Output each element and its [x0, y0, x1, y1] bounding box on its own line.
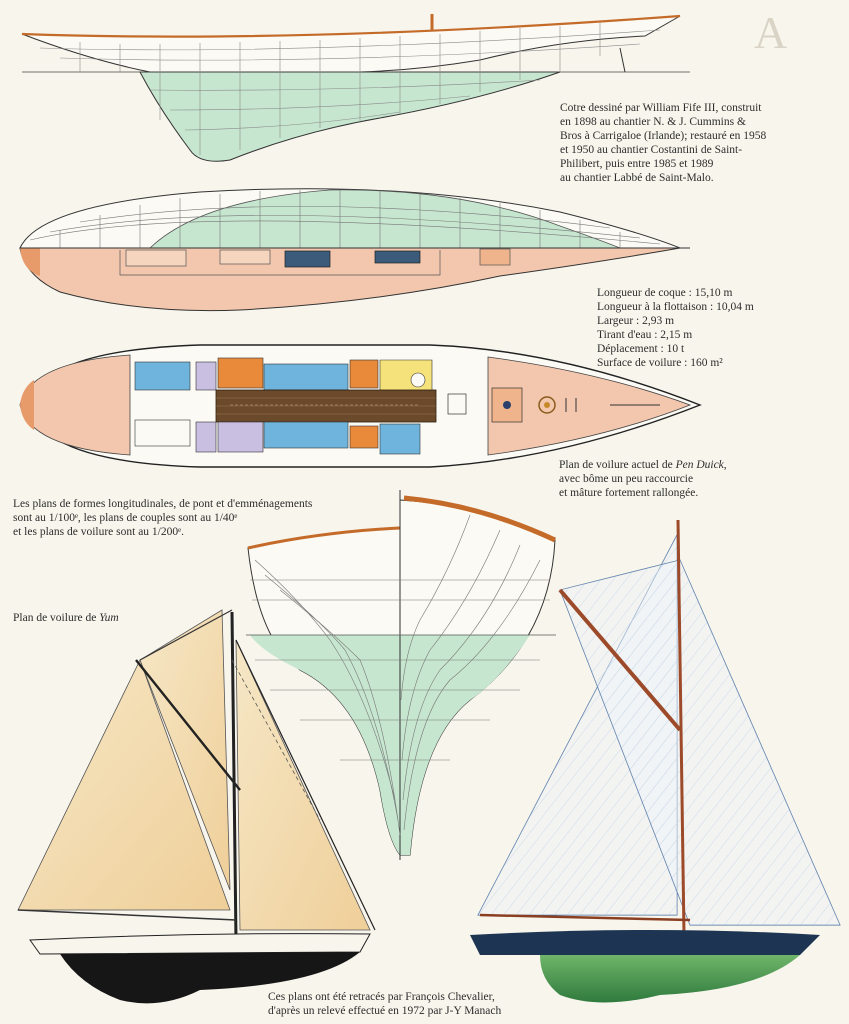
history-line: Cotre dessiné par William Fife III, cons…	[560, 102, 762, 114]
history-line: en 1898 au chantier N. & J. Cummins &	[560, 116, 746, 128]
caption-punct: ,	[723, 459, 727, 471]
caption-line: avec bôme un peu raccourcie	[559, 473, 694, 485]
history-line: au chantier Labbé de Saint-Malo.	[560, 172, 714, 184]
credits-caption: Ces plans ont été retracés par François …	[268, 990, 501, 1018]
sail-plan-yum-caption: Plan de voilure de Yum	[13, 611, 119, 625]
half-breadth-plan	[19, 188, 690, 312]
history-line: Philibert, puis entre 1985 et 1989	[560, 158, 714, 170]
spec-line: Tirant d'eau : 2,15 m	[597, 329, 693, 341]
spec-line: Longueur de coque : 15,10 m	[597, 287, 733, 299]
scales-caption: Les plans de formes longitudinales, de p…	[13, 497, 312, 539]
caption-prefix: Plan de voilure de	[13, 612, 100, 624]
scale-line: et les plans de voilure sont au 1/200ᵉ.	[13, 526, 184, 538]
profile-lines-plan	[21, 14, 690, 162]
boat-name: Yum	[99, 612, 119, 624]
history-line: et 1950 au chantier Costantini de Saint-	[560, 144, 743, 156]
history-caption: Cotre dessiné par William Fife III, cons…	[560, 101, 766, 185]
credit-line: Ces plans ont été retracés par François …	[268, 991, 495, 1003]
specs-caption: Longueur de coque : 15,10 m Longueur à l…	[597, 286, 754, 370]
sail-plan-pen-duick	[470, 519, 841, 1003]
scale-line: sont au 1/100ᵉ, les plans de couples son…	[13, 512, 238, 524]
scale-line: Les plans de formes longitudinales, de p…	[13, 498, 313, 510]
body-plan	[246, 490, 557, 860]
drop-cap-letter: A	[754, 7, 788, 58]
accommodation-plan	[19, 344, 702, 468]
spec-line: Déplacement : 10 t	[597, 343, 685, 355]
sail-plan-yum	[17, 609, 376, 1004]
sail-plan-current-caption: Plan de voilure actuel de Pen Duick, ave…	[559, 458, 727, 500]
spec-line: Surface de voilure : 160 m²	[597, 357, 723, 369]
caption-prefix: Plan de voilure actuel de	[559, 459, 676, 471]
history-line: Bros à Carrigaloe (Irlande); restauré en…	[560, 130, 767, 142]
caption-line: et mâture fortement rallongée.	[559, 487, 699, 499]
credit-line: d'après un relevé effectué en 1972 par J…	[268, 1005, 502, 1017]
spec-line: Longueur à la flottaison : 10,04 m	[597, 301, 754, 313]
boat-name: Pen Duick	[675, 459, 724, 471]
spec-line: Largeur : 2,93 m	[597, 315, 675, 327]
